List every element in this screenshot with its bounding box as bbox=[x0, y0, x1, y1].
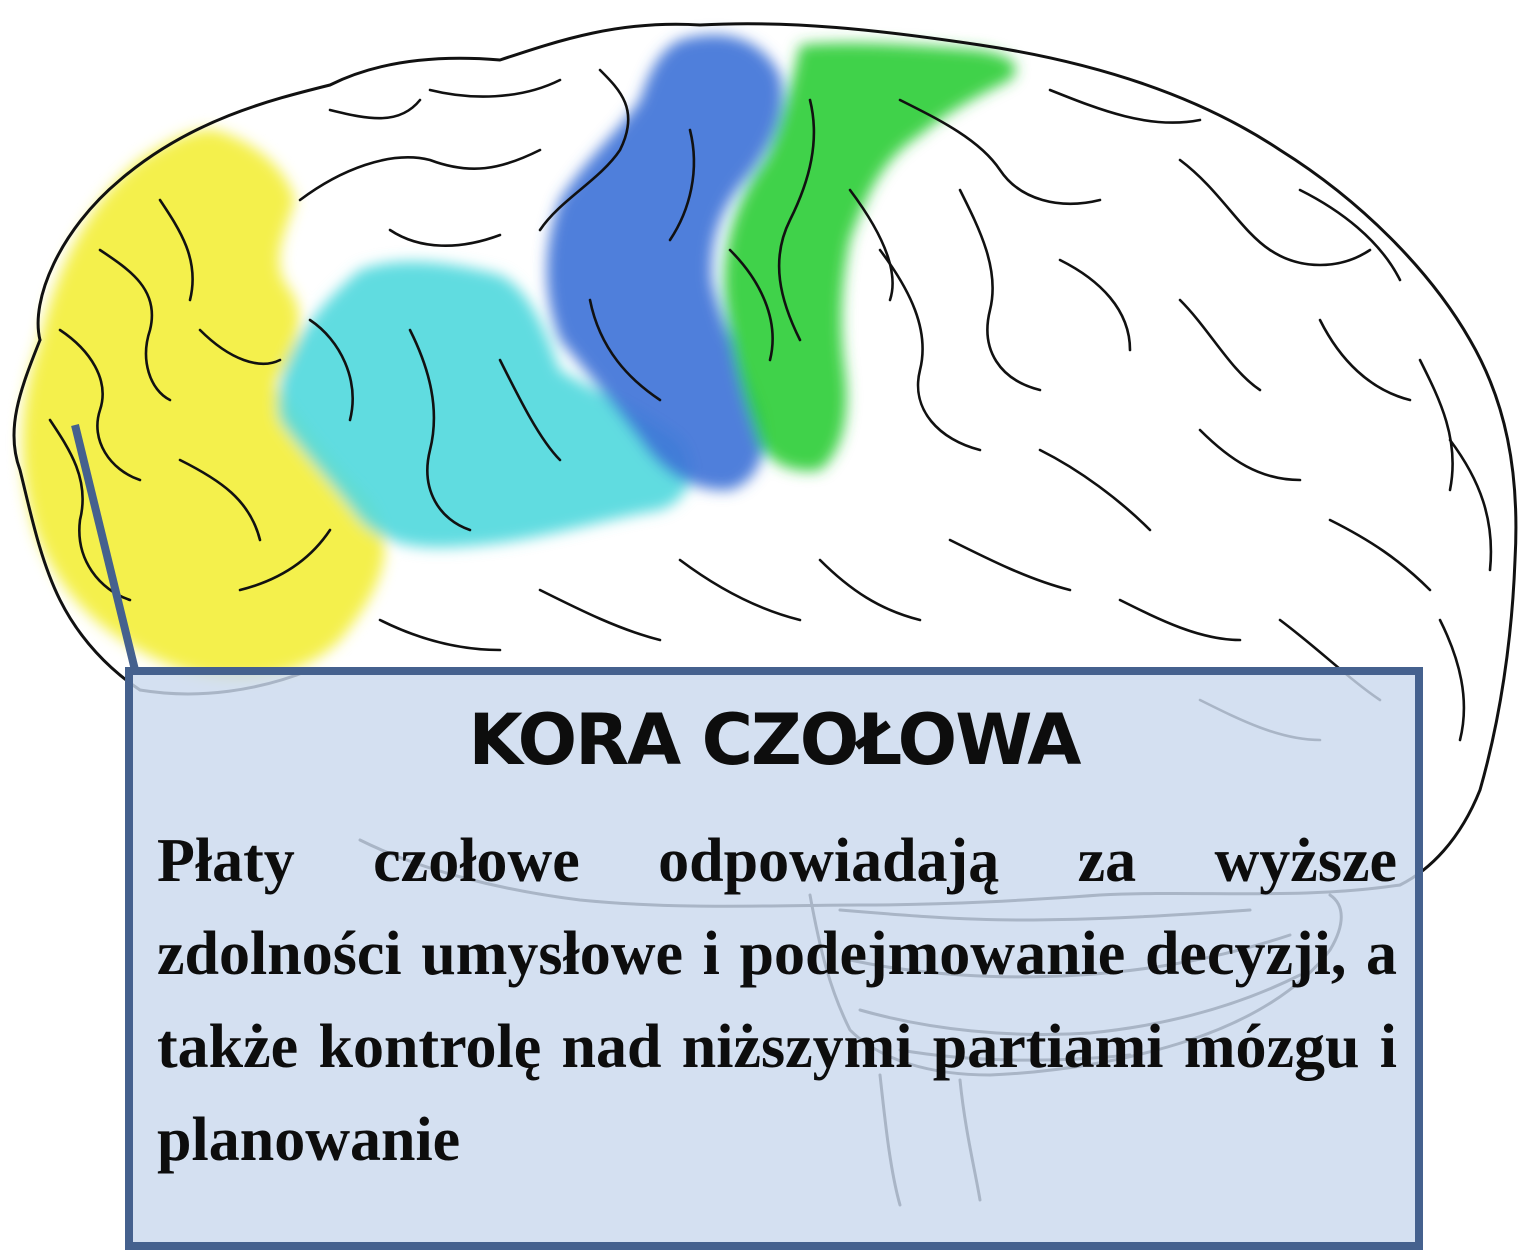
box-title: KORA CZOŁOWA bbox=[468, 699, 1082, 781]
info-box: KORA CZOŁOWA Płaty czołowe odpowiadają z… bbox=[125, 667, 1423, 1250]
green-region bbox=[724, 42, 1016, 471]
cyan-region bbox=[278, 261, 691, 548]
pointer-line bbox=[71, 424, 139, 671]
frontal-cortex-region bbox=[22, 129, 385, 679]
blue-region bbox=[546, 34, 783, 491]
brain-folds bbox=[48, 68, 1493, 742]
box-description: Płaty czołowe odpowiadają za wyższe zdol… bbox=[157, 827, 1397, 1174]
brain-regions bbox=[22, 34, 1016, 679]
